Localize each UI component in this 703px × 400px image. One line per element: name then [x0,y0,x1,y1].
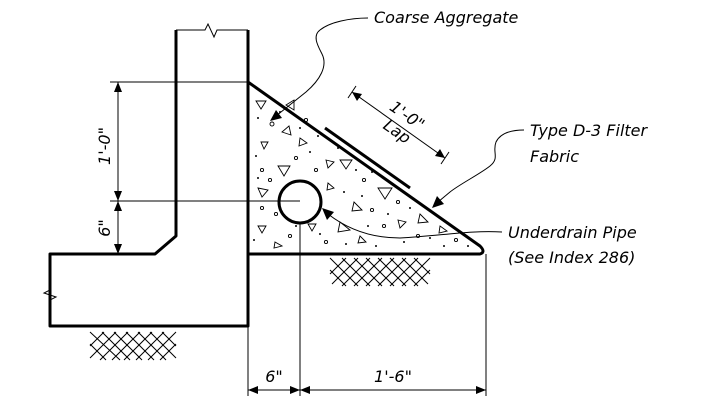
aggregate-texture [253,99,469,249]
wall-outline [42,22,250,328]
vertical-dimension [110,81,300,255]
soil-hatch-left [89,331,177,361]
filter-fabric-label-line2: Fabric [530,147,579,166]
dimension-width-right: 1'-6" [374,367,412,386]
horizontal-dimension [247,223,487,396]
coarse-aggregate-label: Coarse Aggregate [374,8,519,27]
lap-dimension [347,85,450,165]
callout-leaders [270,17,525,239]
soil-hatch-right [320,253,454,287]
aggregate-triangle [246,80,485,256]
underdrain-label-line2: (See Index 286) [508,248,635,267]
filter-fabric-lap [324,126,411,190]
underdrain-label-line1: Underdrain Pipe [508,223,637,242]
filter-fabric-label-line1: Type D-3 Filter [530,121,649,140]
dimension-height-upper: 1'-0" [95,127,114,165]
dimension-height-lower: 6" [95,219,114,237]
dimension-width-left: 6" [265,367,283,386]
underdrain-pipe [277,179,323,225]
